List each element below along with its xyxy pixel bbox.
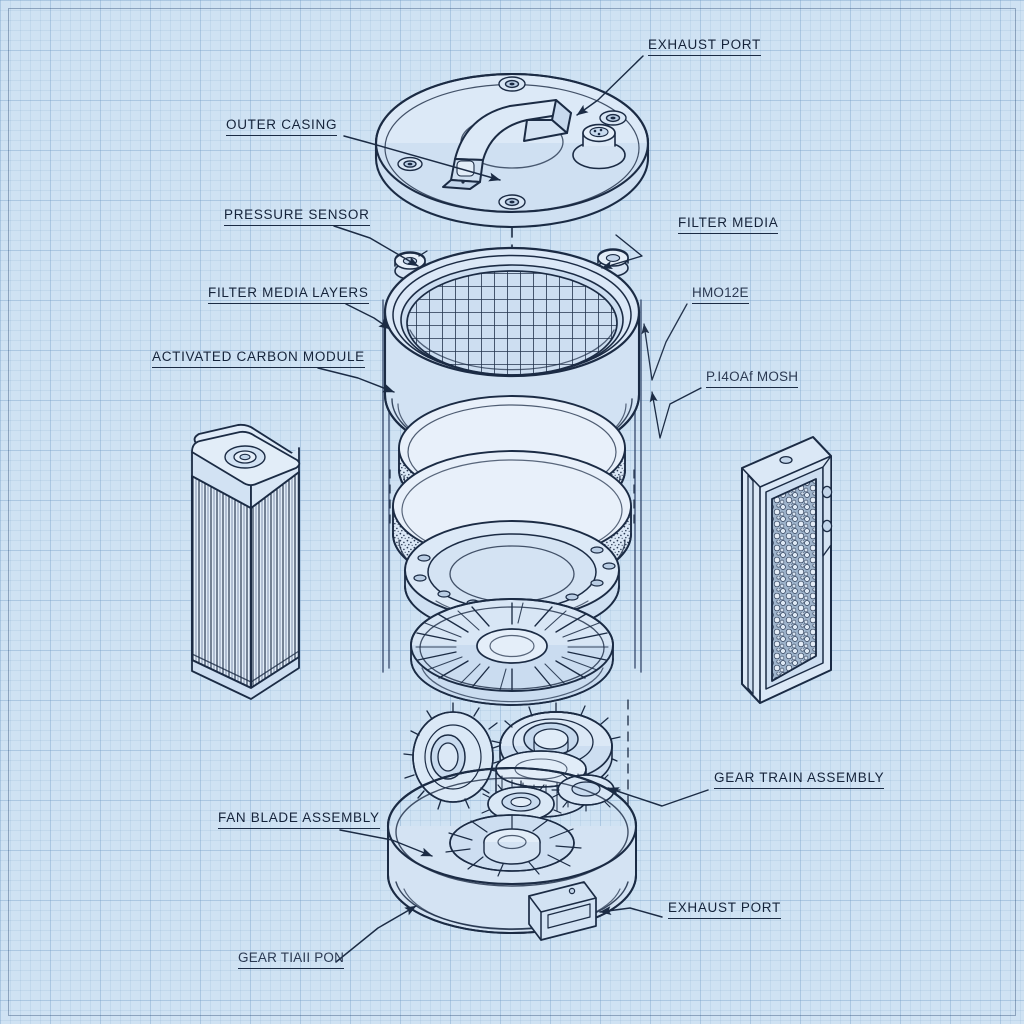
- leader-pleat-mesh-garbled: [649, 387, 702, 439]
- leader-lines: [317, 55, 709, 963]
- label-filter-media: FILTER MEDIA: [678, 215, 779, 234]
- leader-housing-garbled: [641, 303, 688, 381]
- lid-handle: [442, 99, 572, 190]
- label-pleat-mesh-garbled: P.I4OAf MOSH: [706, 369, 799, 388]
- label-gear-train-assembly: GEAR TRAIN ASSEMBLY: [714, 770, 885, 789]
- leader-exhaust-port-bottom: [599, 906, 663, 918]
- label-housing-garbled: HMO12E: [692, 285, 749, 304]
- cartridge-filter: [191, 423, 301, 700]
- lid-bolt-hole: [397, 156, 423, 172]
- leader-filter-media-layers: [345, 303, 391, 330]
- top-lid: [374, 72, 650, 229]
- label-activated-carbon-module: ACTIVATED CARBON MODULE: [152, 349, 365, 368]
- label-pressure-sensor: PRESSURE SENSOR: [224, 207, 370, 226]
- leader-exhaust-port-top: [576, 55, 644, 116]
- base-housing: [386, 766, 638, 941]
- label-fan-blade-assembly: FAN BLADE ASSEMBLY: [218, 810, 380, 829]
- label-gear-train-port-garbled: GEAR TIAII PON: [238, 950, 345, 969]
- leader-fan-blade-assembly: [339, 829, 433, 857]
- leader-activated-carbon: [317, 367, 395, 393]
- leader-gear-train-assembly: [607, 787, 709, 807]
- lid-bolt-hole: [599, 110, 627, 126]
- base-fan-seat: [445, 814, 582, 877]
- fan-impeller: [410, 598, 614, 706]
- leader-gear-train-port: [335, 905, 417, 963]
- leader-filter-media: [601, 234, 643, 270]
- lid-bolt-hole: [498, 76, 526, 92]
- lid-exhaust-port-fitting: [572, 123, 626, 170]
- leader-outer-casing: [343, 135, 501, 182]
- label-exhaust-port-bottom: EXHAUST PORT: [668, 900, 781, 919]
- leader-pressure-sensor: [333, 225, 419, 267]
- label-filter-media-layers: FILTER MEDIA LAYERS: [208, 285, 369, 304]
- panel-filter: [741, 436, 833, 704]
- label-outer-casing: OUTER CASING: [226, 117, 338, 136]
- base-exhaust-port-duct: [528, 881, 597, 941]
- lid-bolt-hole: [498, 194, 526, 210]
- label-exhaust-port-top: EXHAUST PORT: [648, 37, 761, 56]
- gear-left: [403, 702, 503, 810]
- gear-train: [403, 702, 621, 828]
